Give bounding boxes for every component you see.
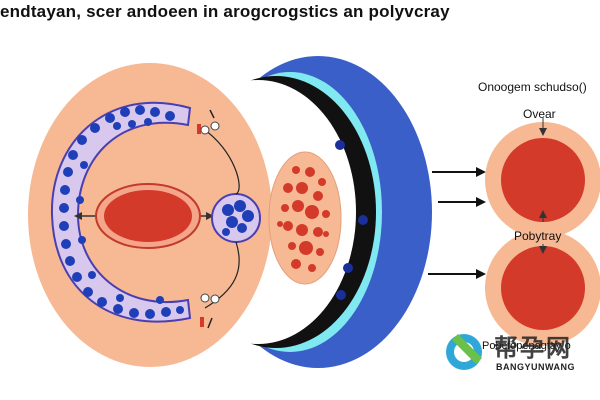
center-oval-inner (104, 190, 192, 242)
label-bottom-right: Pobcfopenagtay o (482, 340, 571, 352)
spotted-oval-dots (277, 166, 330, 272)
label-ovear: Ovear (523, 107, 556, 121)
label-right-top: Onoogem schudso() (478, 80, 587, 94)
ring-dots (59, 105, 184, 319)
right-circle-bottom-inner (501, 246, 585, 330)
watermark-english: BANGYUNWANG (496, 362, 575, 372)
top-markers (197, 109, 220, 135)
crescent-dot (335, 140, 345, 150)
diagram-title: endtayan, scer andoeen in arogcrogstics … (0, 2, 450, 21)
watermark-logo-icon (446, 334, 482, 370)
spotted-oval (268, 151, 342, 285)
watermark: 帮孕网 BANGYUNWANG (444, 326, 600, 376)
right-circle-top-inner (501, 138, 585, 222)
crescent-dot (358, 215, 368, 225)
blue-cluster (222, 200, 254, 236)
bottom-markers (200, 293, 220, 329)
label-pobytray: Pobytray (514, 229, 562, 243)
watermark-chinese: 帮孕网 (494, 334, 572, 362)
follicle-ring (50, 101, 192, 323)
crescent-dot (343, 263, 353, 273)
crescent-dot (336, 290, 346, 300)
